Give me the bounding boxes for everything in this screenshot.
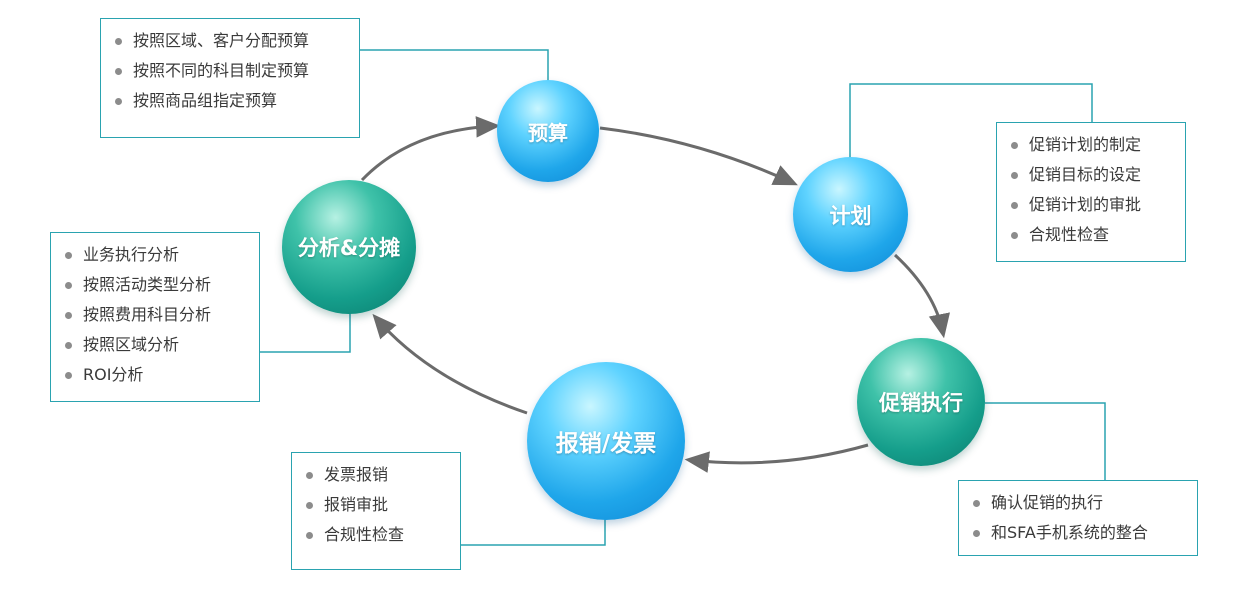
connector-plan <box>849 83 1093 160</box>
list-item-text: 合规性检查 <box>1029 225 1110 244</box>
node-analysis-label: 分析&分摊 <box>297 236 401 260</box>
list-item: 按照不同的科目制定预算 <box>115 56 349 86</box>
bullet-icon <box>973 529 980 537</box>
list-item-text: 业务执行分析 <box>83 245 180 264</box>
list-item-text: 按照不同的科目制定预算 <box>133 61 310 80</box>
node-reimbursement-label: 报销/发票 <box>555 431 657 457</box>
bullet-icon <box>1011 231 1018 239</box>
list-item-text: 按照活动类型分析 <box>83 275 212 294</box>
analysis-box: 业务执行分析按照活动类型分析按照费用科目分析按照区域分析 ROI分析 <box>50 232 260 402</box>
node-reimbursement: 报销/发票 <box>527 362 685 520</box>
plan-box: 促销计划的制定促销目标的设定促销计划的审批合规性检查 <box>996 122 1186 262</box>
connector-analysis <box>260 308 351 353</box>
list-item: 发票报销 <box>306 460 450 490</box>
list-item-text: ROI分析 <box>83 365 144 384</box>
list-item: ROI分析 <box>65 360 249 390</box>
node-budget-label: 预算 <box>528 120 568 145</box>
arrow-execution-to-reimbursement <box>684 443 869 473</box>
list-item: 按照商品组指定预算 <box>115 86 349 116</box>
execution-list: 确认促销的执行和SFA手机系统的整合 <box>973 488 1187 548</box>
list-item: 合规性检查 <box>1011 220 1175 250</box>
budget-box: 按照区域、客户分配预算按照不同的科目制定预算按照商品组指定预算 <box>100 18 360 138</box>
bullet-icon <box>65 341 72 349</box>
arrow-analysis-to-budget <box>360 116 501 182</box>
reimbursement-box: 发票报销报销审批合规性检查 <box>291 452 461 570</box>
node-execution-label: 促销执行 <box>879 391 963 415</box>
list-item: 按照区域、客户分配预算 <box>115 26 349 56</box>
list-item-text: 按照费用科目分析 <box>83 305 212 324</box>
list-item-text: 按照商品组指定预算 <box>133 91 278 110</box>
analysis-list: 业务执行分析按照活动类型分析按照费用科目分析按照区域分析 ROI分析 <box>65 240 249 390</box>
list-item: 按照区域分析 <box>65 330 249 360</box>
bullet-icon <box>306 501 313 509</box>
bullet-icon <box>306 471 313 479</box>
bullet-icon <box>65 311 72 319</box>
list-item: 业务执行分析 <box>65 240 249 270</box>
list-item-text: 促销计划的审批 <box>1029 195 1142 214</box>
node-plan: 计划 <box>793 157 908 272</box>
connector-execution <box>985 402 1106 480</box>
list-item-text: 合规性检查 <box>324 525 405 544</box>
bullet-icon <box>306 531 313 539</box>
node-analysis: 分析&分摊 <box>282 180 416 314</box>
list-item: 和SFA手机系统的整合 <box>973 518 1187 548</box>
list-item-text: 确认促销的执行 <box>991 493 1104 512</box>
reimbursement-list: 发票报销报销审批合规性检查 <box>306 460 450 550</box>
list-item: 促销计划的审批 <box>1011 190 1175 220</box>
arrow-reimbursement-to-analysis <box>372 313 528 415</box>
list-item-text: 促销计划的制定 <box>1029 135 1142 154</box>
bullet-icon <box>1011 201 1018 209</box>
budget-list: 按照区域、客户分配预算按照不同的科目制定预算按照商品组指定预算 <box>115 26 349 116</box>
list-item: 确认促销的执行 <box>973 488 1187 518</box>
execution-box: 确认促销的执行和SFA手机系统的整合 <box>958 480 1198 556</box>
plan-list: 促销计划的制定促销目标的设定促销计划的审批合规性检查 <box>1011 130 1175 250</box>
node-plan-label: 计划 <box>829 203 872 228</box>
list-item: 合规性检查 <box>306 520 450 550</box>
list-item: 促销计划的制定 <box>1011 130 1175 160</box>
bullet-icon <box>115 37 122 45</box>
bullet-icon <box>973 499 980 507</box>
list-item: 报销审批 <box>306 490 450 520</box>
list-item-text: 报销审批 <box>324 495 389 514</box>
list-item: 促销目标的设定 <box>1011 160 1175 190</box>
node-execution: 促销执行 <box>857 338 985 466</box>
arrow-plan-to-execution <box>893 253 950 339</box>
list-item-text: 发票报销 <box>324 465 389 484</box>
list-item-text: 和SFA手机系统的整合 <box>991 523 1148 542</box>
bullet-icon <box>115 67 122 75</box>
list-item: 按照费用科目分析 <box>65 300 249 330</box>
bullet-icon <box>1011 171 1018 179</box>
list-item-text: 按照区域分析 <box>83 335 180 354</box>
list-item: 按照活动类型分析 <box>65 270 249 300</box>
arrow-budget-to-plan <box>599 126 798 186</box>
bullet-icon <box>65 281 72 289</box>
list-item-text: 促销目标的设定 <box>1029 165 1142 184</box>
bullet-icon <box>1011 141 1018 149</box>
connector-budget <box>360 49 549 83</box>
list-item-text: 按照区域、客户分配预算 <box>133 31 310 50</box>
bullet-icon <box>115 97 122 105</box>
bullet-icon <box>65 251 72 259</box>
bullet-icon <box>65 371 72 379</box>
node-budget: 预算 <box>497 80 599 182</box>
